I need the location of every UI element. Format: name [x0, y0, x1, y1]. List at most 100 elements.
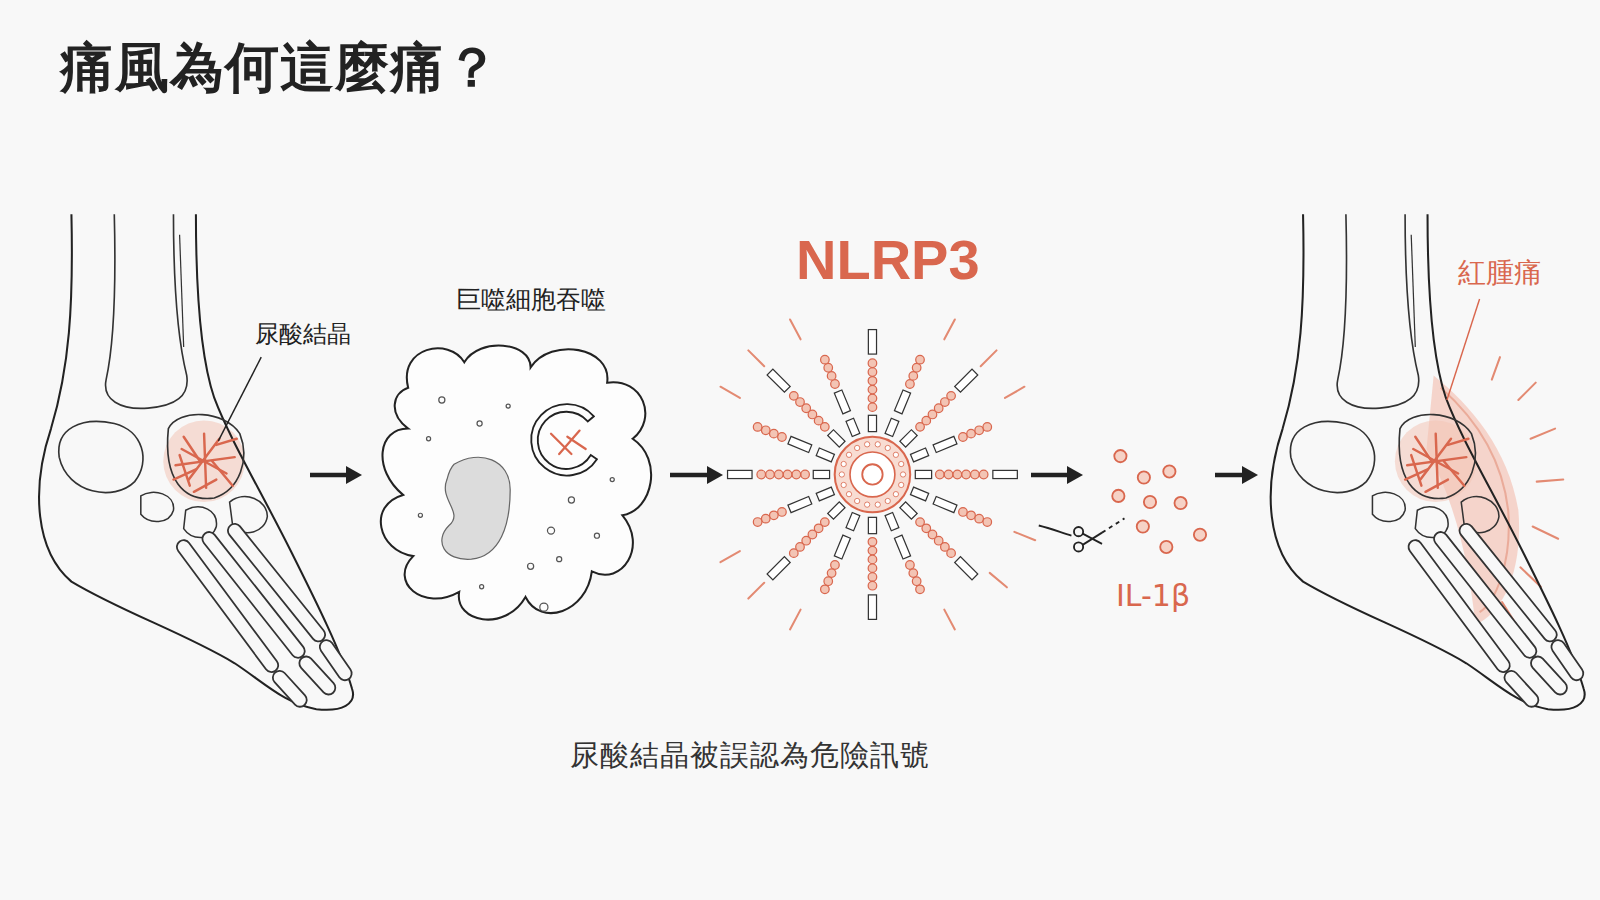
stage-label: NLRP3 — [796, 226, 980, 293]
inflammasome — [783, 470, 792, 479]
scissors — [1102, 518, 1124, 532]
cytokine-stage: IL-1β — [1087, 430, 1211, 620]
foot-right — [1271, 214, 1585, 710]
macrophage — [551, 431, 586, 454]
inflammasome — [841, 461, 846, 466]
inflammasome — [944, 470, 953, 479]
inflammasome — [868, 595, 876, 619]
flow-arrow — [310, 466, 362, 484]
inflammasome — [850, 452, 895, 497]
inflammasome — [868, 581, 877, 590]
inflammasome — [910, 487, 928, 501]
cytokine-dots — [1174, 497, 1186, 509]
macrophage — [594, 533, 599, 538]
inflammasome — [1005, 387, 1024, 398]
inflammasome — [824, 577, 833, 586]
crystal-stage: 尿酸結晶 — [20, 200, 306, 710]
inflammasome — [835, 437, 911, 513]
inflammasome — [846, 492, 851, 497]
cytokine-dots — [1114, 450, 1126, 462]
cytokine-dots — [1144, 496, 1156, 508]
inflammasome — [868, 403, 877, 412]
inflammasome — [864, 502, 869, 507]
flow-arrow — [670, 473, 711, 478]
inflammasome — [816, 487, 834, 501]
inflammation-glow — [1518, 383, 1535, 400]
inflammasome — [868, 394, 877, 403]
inflammasome — [962, 470, 971, 479]
macrophage — [427, 437, 431, 441]
inflammasome — [846, 452, 851, 457]
cytokine-dots — [1137, 520, 1149, 532]
inflammasome — [936, 470, 945, 479]
macrophage — [418, 513, 422, 517]
cytokine-dots — [1112, 490, 1124, 502]
macrophage — [442, 457, 510, 559]
inflammasome — [790, 392, 799, 401]
stage-label: 紅腫痛 — [1458, 256, 1542, 290]
inflammasome — [816, 448, 834, 462]
inflammasome — [959, 433, 968, 442]
flow-arrow — [1215, 466, 1258, 484]
inflammasome — [824, 363, 833, 372]
inflammasome — [766, 470, 775, 479]
macrophage-stage: 巨噬細胞吞噬 — [366, 280, 666, 640]
inflammasome — [868, 546, 877, 555]
inflammasome — [720, 320, 1035, 630]
inflammation-glow — [1531, 429, 1555, 439]
scissors — [1039, 526, 1072, 536]
inflammasome — [827, 569, 836, 578]
illustration-group — [39, 214, 1585, 710]
arrow-head — [346, 466, 362, 484]
inflammasome — [981, 350, 997, 366]
inflammasome — [753, 423, 762, 432]
inflammation-glow — [1533, 527, 1559, 539]
inflammasome — [1014, 532, 1035, 540]
inflammasome — [868, 555, 877, 564]
inflammasome — [846, 513, 860, 531]
inflammasome — [868, 564, 877, 573]
diagram-caption: 尿酸結晶被誤認為危險訊號 — [570, 738, 930, 773]
inflammasome — [899, 461, 904, 466]
inflammasome — [841, 482, 846, 487]
inflammasome — [839, 472, 844, 477]
inflammasome — [868, 538, 877, 547]
inflammasome — [770, 429, 779, 438]
symptom-stage: 紅腫痛 — [1262, 200, 1580, 710]
inflammasome — [933, 496, 957, 512]
inflammasome — [947, 549, 956, 558]
inflammasome — [748, 583, 764, 599]
inflammasome — [944, 610, 955, 630]
inflammasome — [900, 502, 917, 519]
macrophage — [568, 497, 574, 503]
inflammasome — [868, 359, 877, 368]
inflammasome — [885, 498, 890, 503]
inflammasome — [821, 355, 830, 364]
inflammasome — [979, 470, 988, 479]
inflammasome — [774, 470, 783, 479]
inflammasome — [788, 496, 812, 512]
diagram-title: 痛風為何這麼痛？ — [60, 36, 500, 101]
inflammasome — [971, 470, 980, 479]
inflammasome — [983, 518, 992, 527]
inflammasome — [885, 445, 890, 450]
inflammasome — [720, 387, 739, 398]
arrow-head — [707, 466, 723, 484]
inflammasome — [909, 372, 918, 381]
macrophage — [547, 527, 554, 534]
scissors — [1074, 527, 1083, 536]
inflammasome — [906, 380, 915, 389]
inflammasome — [767, 557, 790, 580]
macrophage — [610, 478, 614, 482]
inflammasome — [993, 470, 1017, 478]
inflammasome — [792, 470, 801, 479]
macrophage — [540, 603, 548, 611]
cytokine-dots — [1163, 465, 1175, 477]
stage-label: 尿酸結晶 — [255, 320, 351, 349]
inflammation-glow — [1492, 357, 1500, 379]
inflammasome — [864, 442, 869, 447]
inflammasome — [753, 518, 762, 527]
leader-line — [218, 357, 261, 441]
inflammasome — [790, 610, 801, 630]
flow-arrow — [670, 466, 723, 484]
